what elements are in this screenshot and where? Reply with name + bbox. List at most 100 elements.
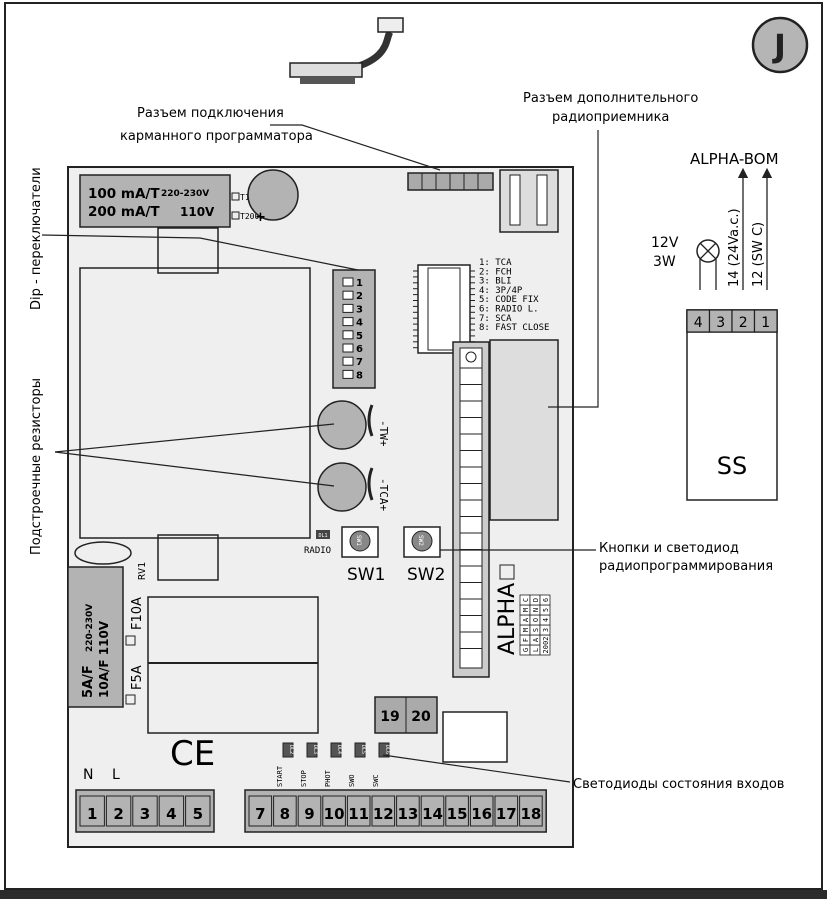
- label-radio-line2: радиоприемника: [552, 110, 669, 125]
- dip-function-item: 7: SCA: [479, 314, 512, 324]
- info-table-cell: 3: [542, 628, 550, 632]
- dip-switch-4[interactable]: [342, 317, 354, 327]
- wire-label-14: 14 (24Va.c.): [727, 208, 742, 287]
- line-label: L: [112, 767, 120, 783]
- terminal-7: [248, 795, 273, 827]
- sw2-label: SW2: [407, 565, 445, 585]
- dip-function-item: 3: BLI: [479, 277, 512, 287]
- dip-switch-1[interactable]: [342, 277, 354, 287]
- terminal-9: [297, 795, 322, 827]
- terminal-number: 1: [87, 805, 97, 823]
- sw2-button[interactable]: SW2 SW2: [403, 526, 445, 585]
- terminal-number: 11: [348, 805, 369, 823]
- terminal-11: [346, 795, 371, 827]
- fuse-top-line2: 200 mA/T: [88, 204, 160, 220]
- fuse-top-opt2: T200mA: [240, 212, 269, 221]
- terminal-number: 16: [471, 805, 492, 823]
- terminal-number: 4: [166, 805, 176, 823]
- radio-led: DL1 RADIO: [304, 530, 331, 556]
- terminal-number: 12: [373, 805, 394, 823]
- dip-function-item: 8: FAST CLOSE: [479, 323, 549, 333]
- terminal-8: [273, 795, 297, 827]
- status-led-swo: [354, 742, 366, 758]
- info-table-cell: O: [532, 618, 540, 622]
- status-led-id: DL5: [360, 745, 366, 754]
- radio-receiver-connector: [499, 169, 559, 233]
- fuse-top-line2-voltage: 110V: [180, 205, 215, 219]
- label-buttons-line2: радиопрограммирования: [599, 559, 773, 574]
- dip-switch-5[interactable]: [342, 330, 354, 340]
- dip-switch-8[interactable]: [342, 369, 354, 379]
- fuse-main: RV1 5A/F 220-230V 10A/F 110V F10A F5A: [67, 541, 148, 708]
- info-table-cell: M: [522, 608, 530, 612]
- microcontroller: [413, 264, 475, 354]
- status-led-id: DL2: [288, 745, 294, 754]
- radio-module-slot: [489, 339, 559, 521]
- dip-switch-7[interactable]: [342, 356, 354, 366]
- terminal-13: [396, 795, 420, 827]
- fuse-main-line1: 5A/F: [81, 665, 96, 698]
- badge-letter: J: [772, 27, 786, 65]
- status-led-id: DL4: [336, 745, 342, 754]
- dip-switch-number: 5: [356, 331, 363, 342]
- transformer: [79, 227, 311, 581]
- terminal-19: 19: [380, 709, 399, 725]
- capacitor: +: [247, 169, 299, 225]
- info-table-cell: A: [532, 637, 540, 642]
- ss-pin-1: [753, 309, 778, 333]
- neutral-label: N: [83, 767, 93, 783]
- dip-switch-number: 6: [356, 344, 363, 355]
- dip-switch-number: 1: [356, 278, 363, 289]
- dip-switch-number: 8: [356, 370, 363, 381]
- dip-switch-3[interactable]: [342, 303, 354, 313]
- terminal-12: [371, 795, 396, 827]
- label-prog-line1: Разъем подключения: [137, 106, 284, 121]
- terminal-10: [322, 795, 346, 827]
- sw1-label: SW1: [347, 565, 385, 585]
- dip-switch-number: 2: [356, 291, 363, 302]
- programmer-connector: [407, 172, 494, 191]
- callout-buttons: Кнопки и светодиод радиопрограммирования: [440, 541, 773, 574]
- wire-label-12: 12 (SW C): [751, 222, 766, 287]
- terminal-number: 13: [397, 805, 418, 823]
- info-table-cell: C: [522, 598, 530, 602]
- status-led-name: SWO: [348, 774, 356, 787]
- info-table-cell: G: [522, 648, 530, 652]
- info-table-cell: 2002: [542, 637, 550, 654]
- ce-mark: CE: [170, 734, 215, 774]
- dip-function-item: 5: CODE FIX: [479, 295, 539, 305]
- ss-module-title: ALPHA-BOM: [690, 150, 779, 168]
- capacitor-plus: +: [255, 210, 266, 225]
- radio-led-label: RADIO: [304, 546, 331, 556]
- ss-pin-number: 2: [739, 315, 748, 331]
- fuse-main-line1-voltage: 220-230V: [85, 604, 95, 652]
- label-dip: Dip - переключатели: [29, 167, 44, 310]
- info-table-cell: N: [532, 608, 540, 612]
- brand-alpha: ALPHA: [495, 583, 520, 655]
- terminal-2: [105, 795, 132, 827]
- fuse-main-opt2: F5A: [130, 665, 145, 690]
- callout-radio-connector: Разъем дополнительного радиоприемника: [523, 91, 698, 408]
- trimmer-tca-label: -TCA+: [377, 478, 390, 511]
- sw1-button[interactable]: SW1 SW1: [341, 526, 385, 585]
- label-radio-line1: Разъем дополнительного: [523, 91, 698, 106]
- terminal-number: 8: [280, 805, 290, 823]
- dip-switch-number: 7: [356, 357, 363, 368]
- section-badge: J: [751, 16, 809, 74]
- terminal-number: 17: [496, 805, 517, 823]
- ss-module-name: SS: [717, 452, 747, 480]
- dip-switch-6[interactable]: [342, 343, 354, 353]
- dip-switch-2[interactable]: [342, 290, 354, 300]
- ss-pin-number: 1: [761, 315, 770, 331]
- dip-function-item: 1: TCA: [479, 258, 512, 268]
- terminal-4: [158, 795, 185, 827]
- bottom-bar: [0, 890, 827, 899]
- label-buttons-line1: Кнопки и светодиод: [599, 541, 739, 556]
- status-led-name: SWC: [372, 774, 380, 787]
